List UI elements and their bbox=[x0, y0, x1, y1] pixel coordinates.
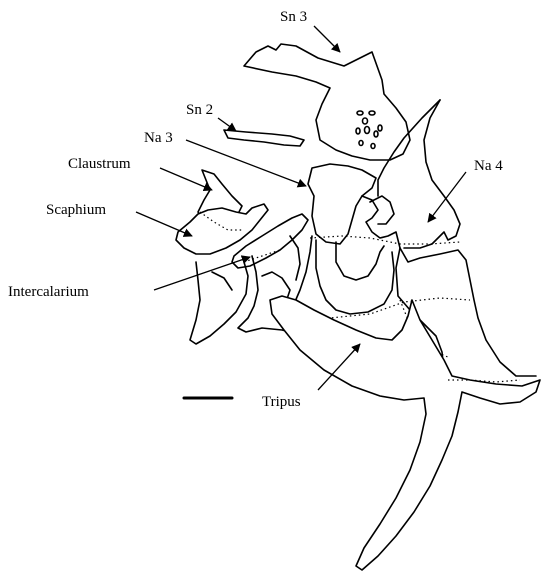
label-na3: Na 3 bbox=[144, 130, 173, 146]
intercalarium-leader bbox=[154, 257, 250, 290]
label-scaphium: Scaphium bbox=[46, 202, 106, 218]
na3-leader bbox=[186, 140, 306, 186]
na4-leader bbox=[428, 172, 466, 222]
scaphium-leader bbox=[136, 212, 192, 236]
supraneural-2 bbox=[224, 130, 304, 146]
tripus bbox=[270, 296, 540, 570]
label-na4: Na 4 bbox=[474, 158, 503, 174]
neural-arch-3 bbox=[308, 164, 376, 244]
label-sn3: Sn 3 bbox=[280, 9, 307, 25]
label-tripus: Tripus bbox=[262, 394, 301, 410]
label-sn2: Sn 2 bbox=[186, 102, 213, 118]
sn2-leader bbox=[218, 118, 236, 131]
sn3-leader bbox=[314, 26, 340, 52]
label-intercalarium: Intercalarium bbox=[8, 284, 89, 300]
label-claustrum: Claustrum bbox=[68, 156, 131, 172]
